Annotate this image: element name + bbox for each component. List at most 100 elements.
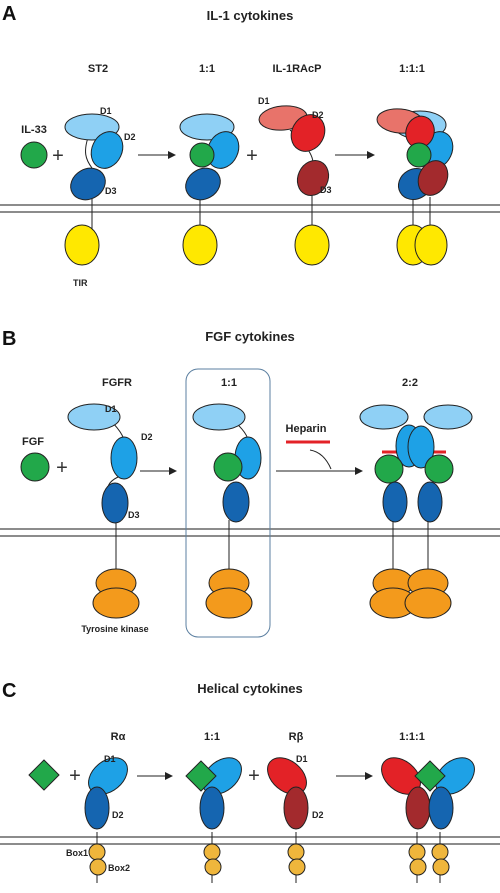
r-alpha-d2-label: D2 — [112, 810, 124, 820]
il1racp-d1-label: D1 — [258, 96, 270, 106]
complex-1-1-1-label: 1:1:1 — [399, 63, 425, 75]
fgf-ligand — [20, 452, 50, 482]
st2-il33-complex — [179, 113, 240, 266]
complex-b-fgf — [213, 452, 243, 482]
st2-d3-label: D3 — [105, 186, 117, 196]
fgfr-d2-label: D2 — [141, 432, 153, 442]
dimer-d3-right — [417, 481, 443, 523]
r-beta-box2 — [288, 858, 306, 876]
complex-d2-domain — [206, 131, 240, 169]
receptor-alpha-label: Rα — [111, 731, 126, 743]
heparin-label: Heparin — [286, 423, 327, 435]
il1racp-tir-domain — [294, 224, 330, 266]
ternary-c-ralpha-d2 — [428, 786, 454, 830]
ternary-il1racp-d3 — [417, 160, 449, 196]
dimer-d3-left — [382, 481, 408, 523]
fgf-fgfr-complex — [192, 403, 262, 619]
il1racp-d2-domain — [290, 114, 326, 152]
helical-binary-complex — [185, 757, 242, 883]
complex-1-1-1-label-c: 1:1:1 — [399, 731, 425, 743]
heparin-join-curve — [309, 449, 332, 470]
complex-b-kinase-bottom — [205, 587, 253, 619]
r-beta-d1-domain — [267, 757, 307, 795]
complex-1-1-label-c: 1:1 — [204, 731, 220, 743]
il1racp-d3-label: D3 — [320, 185, 332, 195]
binary-box1 — [203, 843, 221, 861]
st2-d2-domain — [90, 131, 124, 169]
binary-ligand — [185, 760, 217, 792]
receptor-beta: D1 D2 — [267, 754, 324, 883]
complex-b-d1 — [192, 403, 246, 431]
ternary-tir-2 — [414, 224, 448, 266]
panel-a-letter: A — [2, 3, 16, 25]
panel-b-title: FGF cytokines — [205, 329, 295, 344]
il33-ligand — [20, 141, 48, 169]
panel-c-title: Helical cytokines — [197, 681, 303, 696]
st2-d2-label: D2 — [124, 132, 136, 142]
st2-label: ST2 — [88, 63, 108, 75]
fgfr-d3-domain — [101, 482, 129, 524]
ternary-c-box1-left — [408, 843, 426, 861]
box2-label: Box2 — [108, 863, 130, 873]
panel-c: C Helical cytokines Rα 1:1 Rβ 1:1:1 + D1… — [0, 680, 500, 883]
dimer-kinase-right-bottom — [404, 587, 452, 619]
il1racp-label: IL-1RAcP — [273, 63, 322, 75]
helical-cytokine-ligand — [28, 759, 60, 791]
dimer-fgf-left — [374, 454, 404, 484]
fgf-label: FGF — [22, 436, 44, 448]
fgfr-receptor: D1 D2 D3 Tyrosine kinase — [67, 403, 153, 634]
fgfr-d2-domain — [110, 436, 138, 480]
receptor-alpha: D1 D2 Box1 Box2 — [66, 754, 130, 883]
plus-sign: + — [246, 145, 258, 167]
helical-ternary-complex — [381, 757, 475, 883]
plus-sign: + — [69, 765, 81, 787]
il1racp-d2-label: D2 — [312, 110, 324, 120]
tyrosine-kinase-label: Tyrosine kinase — [81, 624, 148, 634]
r-beta-box1 — [287, 843, 305, 861]
dimer-d2-right — [407, 425, 435, 469]
il1racp-d3-domain — [296, 159, 330, 197]
fgfr-d1-label: D1 — [105, 404, 117, 414]
panel-a-title: IL-1 cytokines — [207, 8, 294, 23]
fgfr-label: FGFR — [102, 377, 132, 389]
dimer-d1-left — [359, 404, 409, 430]
r-alpha-d1-label: D1 — [104, 754, 116, 764]
ternary-c-box2-left — [409, 858, 427, 876]
st2-d1-label: D1 — [100, 106, 112, 116]
plus-sign: + — [52, 145, 64, 167]
st2-receptor: D1 D2 D3 TIR — [64, 106, 136, 288]
complex-1-1-label-b: 1:1 — [221, 377, 237, 389]
r-beta-d2-label: D2 — [312, 810, 324, 820]
plus-sign: + — [248, 765, 260, 787]
box1-label: Box1 — [66, 848, 88, 858]
tir-label: TIR — [73, 278, 88, 288]
complex-tir-domain — [182, 224, 218, 266]
r-beta-d2-domain — [283, 786, 309, 830]
r-alpha-d2-domain — [84, 786, 110, 830]
binary-d2 — [199, 786, 225, 830]
r-alpha-box1 — [88, 843, 106, 861]
complex-b-d3 — [222, 481, 250, 523]
ternary-c-box2-right — [432, 858, 450, 876]
plus-sign: + — [56, 457, 68, 479]
fgfr-d3-label: D3 — [128, 510, 140, 520]
fgfr-kinase-bottom — [92, 587, 140, 619]
panel-b-letter: B — [2, 328, 16, 350]
complex-il33-ligand — [189, 142, 215, 168]
ternary-c-box1-right — [431, 843, 449, 861]
panel-b: B FGF cytokines FGFR 1:1 2:2 FGF + D1 D2… — [0, 328, 500, 638]
complex-2-2-label: 2:2 — [402, 377, 418, 389]
dimer-fgf-right — [424, 454, 454, 484]
r-alpha-box2 — [89, 858, 107, 876]
r-beta-d1-label: D1 — [296, 754, 308, 764]
st2-tir-domain — [64, 224, 100, 266]
fgf-fgfr-dimer — [359, 404, 473, 619]
ternary-il33-ligand — [406, 142, 432, 168]
complex-1-1-box — [185, 368, 271, 638]
panel-a: A IL-1 cytokines ST2 1:1 IL-1RAcP 1:1:1 … — [0, 3, 500, 288]
binary-box2 — [204, 858, 222, 876]
fgfr-d1-domain — [67, 403, 121, 431]
complex-d3-domain — [185, 167, 221, 201]
panel-c-letter: C — [2, 680, 16, 702]
